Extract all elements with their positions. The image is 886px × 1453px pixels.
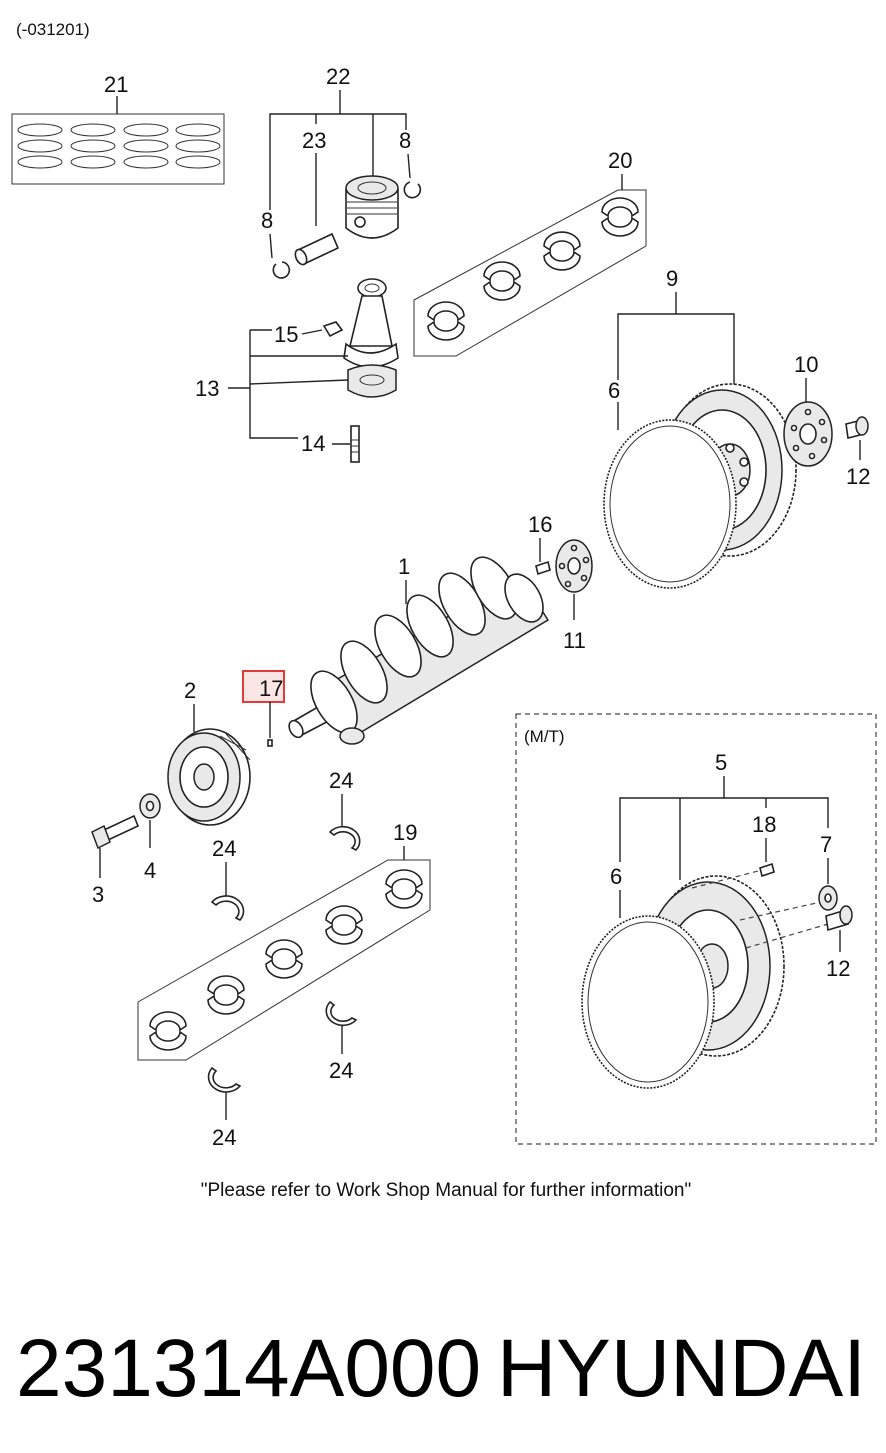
thrust-washer-lower-right[interactable]: [325, 1000, 358, 1027]
callout-24d: 24: [212, 1125, 236, 1150]
callout-3: 3: [92, 882, 104, 907]
header-code: (-031201): [16, 20, 90, 39]
workshop-note: "Please refer to Work Shop Manual for fu…: [201, 1180, 691, 1201]
callout-19: 19: [393, 820, 417, 845]
mt-washer[interactable]: [818, 885, 838, 911]
main-bearing-set[interactable]: [137, 859, 431, 1061]
flywheel-plate[interactable]: [783, 401, 833, 467]
callout-9: 9: [666, 266, 678, 291]
piston-pin[interactable]: [293, 232, 340, 266]
callout-1: 1: [398, 554, 410, 579]
thrust-washer-upper-left[interactable]: [210, 895, 245, 921]
flywheel-bolt[interactable]: [845, 416, 869, 439]
callout-14: 14: [301, 431, 325, 456]
callout-22: 22: [326, 64, 350, 89]
callout-12a: 12: [846, 464, 870, 489]
callout-6b: 6: [610, 864, 622, 889]
callout-12b: 12: [826, 956, 850, 981]
connecting-rod[interactable]: [343, 278, 399, 398]
piston-ring-set[interactable]: [11, 113, 225, 185]
connecting-rod-bolt[interactable]: [350, 425, 360, 463]
highlight-box-17[interactable]: [242, 670, 285, 703]
callout-8a: 8: [261, 208, 273, 233]
callout-11: 11: [563, 628, 586, 653]
piston[interactable]: [345, 175, 399, 239]
connecting-rod-bearing-set[interactable]: [413, 189, 647, 357]
mt-ring-gear[interactable]: [581, 915, 715, 1089]
part-number: 231314A000: [16, 1323, 481, 1414]
callout-21: 21: [104, 72, 128, 97]
mt-label: (M/T): [524, 727, 565, 746]
callout-20: 20: [608, 148, 632, 173]
ring-gear[interactable]: [603, 419, 737, 589]
crankshaft-pin-17[interactable]: [267, 739, 273, 747]
callout-24b: 24: [212, 836, 236, 861]
callout-7: 7: [820, 832, 832, 857]
thrust-washer-lower-left[interactable]: [207, 1066, 242, 1093]
mt-flywheel-bolt[interactable]: [825, 905, 853, 932]
callout-5: 5: [715, 750, 727, 775]
callout-24a: 24: [329, 768, 353, 793]
brand-name: HYUNDAI: [497, 1323, 866, 1414]
callout-8b: 8: [399, 128, 411, 153]
callout-2: 2: [184, 678, 196, 703]
callout-24c: 24: [329, 1058, 353, 1083]
mt-dowel-pin[interactable]: [759, 862, 775, 878]
mt-section-box: [515, 713, 877, 1145]
callout-4: 4: [144, 858, 156, 883]
snap-ring-left[interactable]: [272, 261, 291, 279]
dowel-pin-16[interactable]: [535, 560, 551, 576]
pulley-bolt[interactable]: [91, 814, 140, 850]
connecting-rod-nut[interactable]: [322, 321, 344, 338]
callout-15: 15: [274, 322, 298, 347]
damper-pulley[interactable]: [167, 728, 251, 826]
crankshaft-sprocket[interactable]: [555, 539, 593, 593]
callout-6a: 6: [608, 378, 620, 403]
callout-10: 10: [794, 352, 818, 377]
callout-18: 18: [752, 812, 776, 837]
snap-ring-right[interactable]: [403, 181, 422, 199]
thrust-washer-upper-right[interactable]: [328, 825, 361, 851]
pulley-washer[interactable]: [139, 793, 161, 819]
callout-13: 13: [195, 376, 219, 401]
callout-17: 17: [259, 676, 283, 701]
callout-16: 16: [528, 512, 552, 537]
crankshaft[interactable]: [286, 550, 551, 745]
callout-23: 23: [302, 128, 326, 153]
